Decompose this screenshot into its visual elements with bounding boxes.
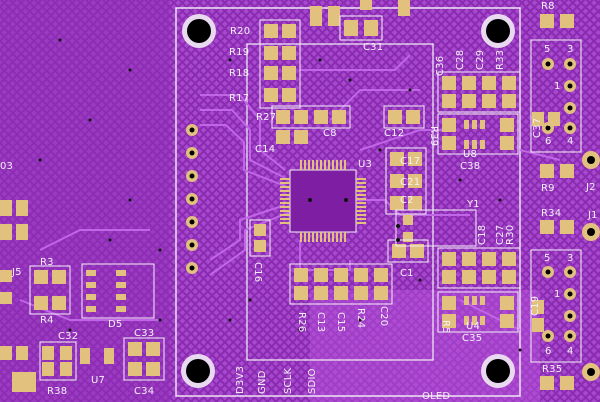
label-c33: C33 — [134, 328, 155, 339]
label-r39: R39 — [428, 126, 439, 147]
label-r34: R34 — [541, 208, 562, 219]
label-r17: R17 — [229, 93, 250, 104]
label-c28: C28 — [455, 49, 466, 70]
label-r27: R27 — [256, 112, 277, 123]
label-j2: J2 — [586, 182, 596, 193]
label-c1: C1 — [400, 268, 414, 279]
label-oled: OLED — [422, 391, 451, 402]
label-r9: R9 — [541, 183, 555, 194]
label-u8: U8 — [463, 149, 478, 160]
label-pin-5a: 5 — [544, 44, 551, 55]
label-u3: U3 — [358, 159, 373, 170]
label-c32: C32 — [58, 331, 79, 342]
label-c20: C20 — [378, 306, 389, 327]
label-c36: C36 — [435, 55, 446, 76]
label-c13: C13 — [315, 312, 326, 333]
inner-outline — [246, 43, 434, 361]
label-r26: R26 — [296, 312, 307, 333]
label-c16: C16 — [252, 262, 263, 283]
label-r24: R24 — [355, 308, 366, 329]
label-j1: J1 — [588, 210, 598, 221]
label-pin-3b: 3 — [567, 253, 574, 264]
label-r35: R35 — [542, 364, 563, 375]
label-sclk: SCLK — [283, 367, 294, 394]
label-c18: C18 — [477, 224, 488, 245]
label-c2: C2 — [400, 195, 414, 206]
left-fill — [0, 0, 170, 402]
label-c29: C29 — [475, 49, 486, 70]
vias — [38, 38, 522, 352]
u3-chip — [280, 160, 366, 242]
label-gnd: GND — [257, 370, 268, 394]
label-c31: C31 — [363, 42, 384, 53]
label-c38: C38 — [460, 161, 481, 172]
label-r3: R3 — [40, 257, 54, 268]
label-d5: D5 — [108, 319, 123, 330]
label-y1: Y1 — [467, 199, 480, 210]
label-r8: R8 — [541, 1, 555, 12]
label-c19: C19 — [530, 295, 541, 316]
label-c34: C34 — [134, 386, 155, 397]
header-pins-left — [186, 124, 198, 274]
smd-pads — [0, 0, 574, 392]
label-pin-1b: 1 — [554, 289, 561, 300]
label-pin-4a: 4 — [567, 136, 574, 147]
label-pin-6a: 6 — [545, 136, 552, 147]
label-c12: C12 — [384, 128, 405, 139]
label-sdio: SDIO — [307, 368, 318, 394]
label-r30: R30 — [505, 224, 516, 245]
label-pin-4b: 4 — [567, 346, 574, 357]
label-c37: C37 — [532, 117, 543, 138]
label-r20: R20 — [230, 26, 251, 37]
label-pin-3a: 3 — [567, 44, 574, 55]
label-pin-1a: 1 — [554, 81, 561, 92]
label-r5: R5 — [440, 320, 451, 334]
label-pin-6b: 6 — [545, 346, 552, 357]
label-j5: J5 — [12, 267, 22, 278]
label-u4: U4 — [466, 321, 481, 332]
label-pin-5b: 5 — [544, 253, 551, 264]
silk-outlines — [29, 15, 521, 397]
label-c15: C15 — [335, 312, 346, 333]
label-r18: R18 — [229, 68, 250, 79]
label-r19: R19 — [229, 47, 250, 58]
label-u7: U7 — [91, 375, 106, 386]
label-r33: R33 — [495, 49, 506, 70]
label-c14: C14 — [255, 144, 276, 155]
label-r38: R38 — [47, 386, 68, 397]
connector-pins-right — [530, 39, 600, 381]
module-outline — [175, 7, 521, 397]
label-c21: C21 — [400, 177, 421, 188]
mounting-holes — [181, 14, 515, 388]
label-c8: C8 — [323, 128, 337, 139]
label-c17: C17 — [400, 156, 421, 167]
label-r4: R4 — [40, 315, 54, 326]
label-d3v3: D3V3 — [235, 365, 246, 394]
label-d3: 03 — [0, 161, 14, 172]
label-c35: C35 — [462, 333, 483, 344]
